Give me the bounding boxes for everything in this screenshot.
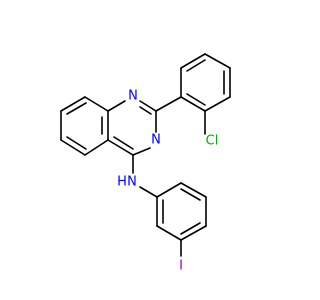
molecule-structure: N N N H Cl I [60,53,231,274]
atom-labels: N N N H Cl I [117,89,218,274]
bond [204,53,231,69]
bonds [60,53,231,257]
bond [60,96,86,112]
bond [60,139,86,156]
bond [180,188,201,201]
bond [132,147,151,156]
bond [180,182,207,198]
atom-label-cl: Cl [206,134,219,149]
bond [84,139,109,156]
bond [186,59,206,72]
bond [139,186,158,198]
atom-label-iodine: I [179,259,183,274]
bond [139,106,152,115]
bond [180,222,201,235]
bond [66,102,87,115]
bond [156,225,182,241]
bond [107,139,134,156]
bond [155,96,182,112]
bond [156,182,182,198]
bond [66,136,87,150]
atom-label-nh-h: H [117,175,127,190]
bond [107,100,126,112]
atom-label-nh-n: N [127,175,137,190]
atom-label-n3: N [151,133,161,148]
bond [180,53,206,69]
bond [84,96,109,112]
bond [180,96,206,112]
bond [180,225,207,241]
bond [139,100,157,112]
bond [113,136,134,150]
bond [204,96,231,112]
atom-label-n1: N [128,89,138,104]
bond [186,93,206,106]
